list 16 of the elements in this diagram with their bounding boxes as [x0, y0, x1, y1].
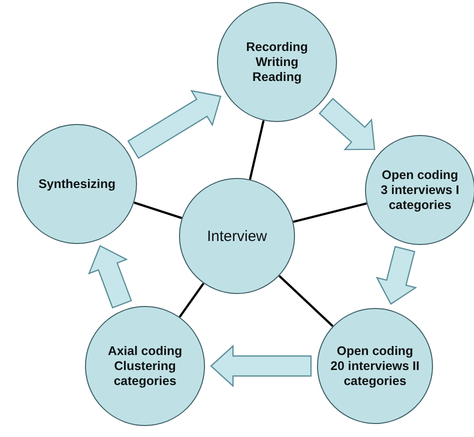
block-arrow: [88, 244, 132, 308]
connector-line: [134, 202, 182, 220]
node-label: Interview: [206, 228, 268, 244]
node-label: Open coding 20 interviews II categories: [330, 344, 420, 388]
block-arrow: [210, 344, 312, 388]
node-label: Recording Writing Reading: [245, 40, 309, 84]
connector-line: [248, 120, 265, 180]
block-arrow: [376, 246, 418, 305]
node-label: Open coding 3 interviews I categories: [380, 168, 460, 212]
node-label: Synthesizing: [37, 176, 117, 192]
block-arrow: [318, 98, 376, 150]
node-label: Axial coding Clustering categories: [106, 344, 184, 388]
block-arrow: [127, 90, 222, 159]
connector-line: [278, 274, 334, 328]
connector-line: [178, 282, 204, 318]
connector-line: [292, 202, 367, 223]
